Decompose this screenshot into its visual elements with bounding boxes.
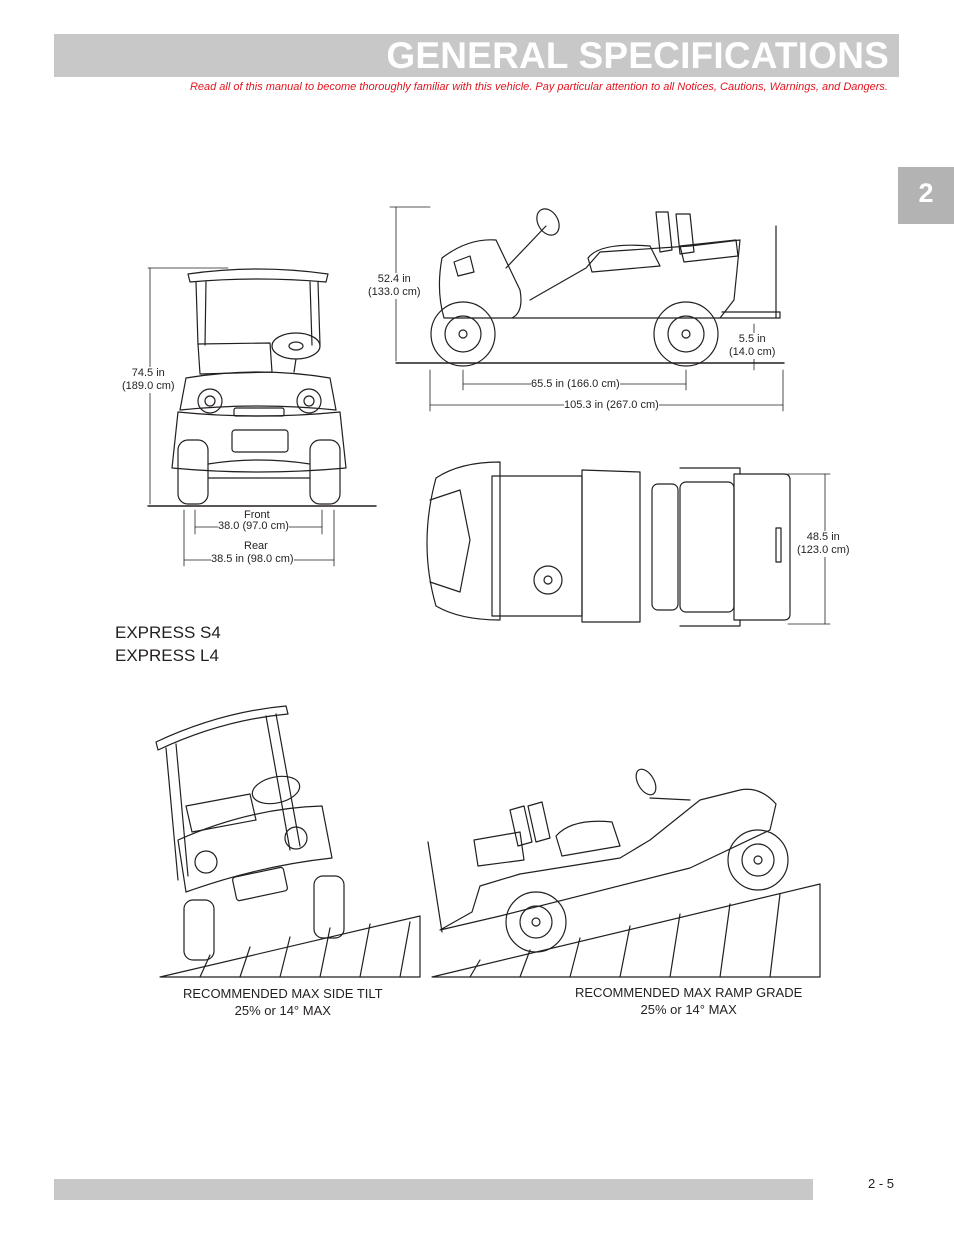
- rear-label: Rear: [244, 540, 268, 552]
- overall-height-in: 74.5 in: [131, 367, 165, 379]
- chapter-number: 2: [918, 178, 934, 208]
- chapter-tab: 2: [898, 167, 954, 224]
- front-track-label: 38.0 (97.0 cm): [218, 520, 289, 533]
- side-tilt-caption-title: RECOMMENDED MAX SIDE TILT: [183, 986, 383, 1001]
- front-label: Front: [244, 509, 270, 521]
- ramp-grade-caption-value: 25% or 14° MAX: [640, 1002, 737, 1017]
- top-view-drawing: [427, 462, 830, 626]
- front-view-drawing: [148, 268, 376, 566]
- side-tilt-caption: RECOMMENDED MAX SIDE TILT 25% or 14° MAX: [183, 985, 383, 1019]
- overall-width-label: 48.5 in (123.0 cm): [797, 531, 850, 557]
- side-tilt-drawing: [156, 706, 420, 977]
- safety-notice: Read all of this manual to become thorou…: [189, 81, 888, 93]
- ramp-grade-caption: RECOMMENDED MAX RAMP GRADE 25% or 14° MA…: [575, 984, 802, 1018]
- overall-width-cm: (123.0 cm): [797, 544, 850, 556]
- ground-clearance-in: 5.5 in: [738, 333, 766, 345]
- page-title: GENERAL SPECIFICATIONS: [386, 35, 889, 76]
- side-tilt-caption-value: 25% or 14° MAX: [234, 1003, 331, 1018]
- rear-track-label: 38.5 in (98.0 cm): [211, 553, 294, 566]
- overall-height-cm: (189.0 cm): [122, 380, 175, 392]
- seat-height-cm: (133.0 cm): [368, 286, 421, 298]
- model-name: EXPRESS L4: [115, 646, 219, 665]
- ramp-grade-caption-title: RECOMMENDED MAX RAMP GRADE: [575, 985, 803, 1000]
- overall-height-label: 74.5 in (189.0 cm): [122, 367, 175, 393]
- wheelbase-label: 65.5 in (166.0 cm): [531, 378, 620, 391]
- overall-length-label: 105.3 in (267.0 cm): [564, 399, 659, 412]
- header-bar: GENERAL SPECIFICATIONS: [54, 34, 899, 77]
- overall-width-in: 48.5 in: [806, 531, 840, 543]
- ground-clearance-label: 5.5 in (14.0 cm): [729, 333, 776, 359]
- ramp-grade-drawing: [428, 766, 820, 977]
- ground-clearance-cm: (14.0 cm): [729, 346, 776, 358]
- model-list: EXPRESS S4 EXPRESS L4: [115, 621, 221, 667]
- footer-bar: [54, 1179, 813, 1200]
- seat-height-label: 52.4 in (133.0 cm): [368, 273, 421, 299]
- seat-height-in: 52.4 in: [377, 273, 411, 285]
- model-name: EXPRESS S4: [115, 623, 221, 642]
- side-view-drawing: [390, 205, 784, 411]
- page-number: 2 - 5: [868, 1176, 895, 1191]
